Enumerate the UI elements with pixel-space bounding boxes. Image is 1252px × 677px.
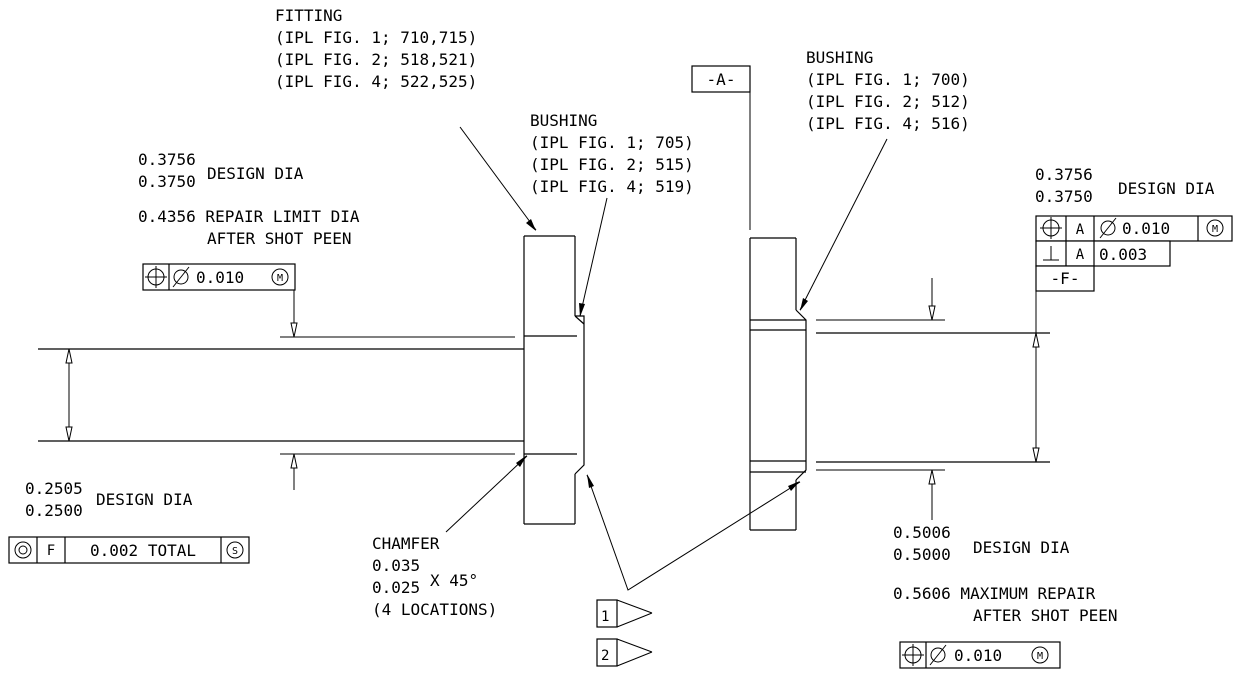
fitting-ref-2: (IPL FIG. 2; 518,521) xyxy=(275,50,477,69)
right-dim-line xyxy=(1032,291,1040,463)
left-upper-label: DESIGN DIA xyxy=(207,164,304,183)
mmc-modifier-icon: M xyxy=(1206,219,1224,237)
position-symbol-icon xyxy=(902,644,924,666)
right-lower-min: 0.5000 xyxy=(893,545,951,564)
right-fitting xyxy=(749,237,807,531)
svg-text:M: M xyxy=(1212,224,1218,235)
right-lower-max: 0.5006 xyxy=(893,523,951,542)
mmc-modifier-icon: M xyxy=(271,268,289,286)
right-fcf1-tol: 0.010 xyxy=(1122,219,1170,238)
right-lower-repair-1: 0.5606 MAXIMUM REPAIR xyxy=(893,584,1096,603)
left-upper-fcf-tol: 0.010 xyxy=(196,268,244,287)
fitting-callout: FITTING (IPL FIG. 1; 710,715) (IPL FIG. … xyxy=(275,6,477,91)
chamfer-locations: (4 LOCATIONS) xyxy=(372,600,497,619)
bushing-left-callout: BUSHING (IPL FIG. 1; 705) (IPL FIG. 2; 5… xyxy=(530,111,694,196)
position-symbol-icon xyxy=(1040,217,1062,239)
fitting-title: FITTING xyxy=(275,6,342,25)
right-fcf1-datum: A xyxy=(1076,222,1085,238)
left-shaft xyxy=(38,348,524,442)
left-lower-fcf-tol: 0.002 TOTAL xyxy=(90,541,196,560)
right-lower-extension xyxy=(928,469,936,520)
chamfer-max: 0.035 xyxy=(372,556,420,575)
perpendicularity-symbol-icon xyxy=(1043,246,1059,261)
left-dim-line xyxy=(65,348,73,442)
svg-text:M: M xyxy=(277,273,283,284)
bushing-left-title: BUSHING xyxy=(530,111,597,130)
bushing-right-ref-1: (IPL FIG. 1; 700) xyxy=(806,70,970,89)
flag-note-1-label: 1 xyxy=(601,609,609,625)
fitting-ref-3: (IPL FIG. 4; 522,525) xyxy=(275,72,477,91)
left-lower-dim: 0.2505 0.2500 DESIGN DIA xyxy=(25,479,193,520)
left-lower-max: 0.2505 xyxy=(25,479,83,498)
left-upper-fcf: 0.010 M xyxy=(142,263,296,291)
position-symbol-icon xyxy=(145,266,167,288)
chamfer-leader xyxy=(445,455,528,533)
right-lower-label: DESIGN DIA xyxy=(973,538,1070,557)
diameter-symbol-icon xyxy=(172,266,190,288)
flag-note-2-label: 2 xyxy=(601,648,609,664)
flag-note-1: 1 xyxy=(596,599,653,628)
left-upper-repair-1: 0.4356 REPAIR LIMIT DIA xyxy=(138,207,360,226)
bushing-left-leader xyxy=(579,197,608,317)
left-upper-extension xyxy=(280,290,515,338)
right-upper-label: DESIGN DIA xyxy=(1118,179,1215,198)
chamfer-title: CHAMFER xyxy=(372,534,440,553)
left-lower-fcf-datum: F xyxy=(47,543,55,559)
bushing-right-callout: BUSHING (IPL FIG. 1; 700) (IPL FIG. 2; 5… xyxy=(806,48,970,133)
flag-leaders xyxy=(586,474,801,591)
bushing-right-ref-3: (IPL FIG. 4; 516) xyxy=(806,114,970,133)
fitting-leader xyxy=(459,126,537,231)
bushing-right-title: BUSHING xyxy=(806,48,873,67)
right-upper-extension xyxy=(928,278,936,321)
left-lower-label: DESIGN DIA xyxy=(96,490,193,509)
diameter-symbol-icon xyxy=(1099,217,1117,239)
fitting-ref-1: (IPL FIG. 1; 710,715) xyxy=(275,28,477,47)
chamfer-angle: X 45° xyxy=(430,571,478,590)
right-upper-min: 0.3750 xyxy=(1035,187,1093,206)
svg-text:M: M xyxy=(1037,651,1043,662)
left-upper-repair-2: AFTER SHOT PEEN xyxy=(207,229,352,248)
rfs-modifier-icon: S xyxy=(226,541,244,559)
left-upper-max: 0.3756 xyxy=(138,150,196,169)
right-upper-max: 0.3756 xyxy=(1035,165,1093,184)
right-lower-fcf-tol: 0.010 xyxy=(954,646,1002,665)
right-fcf2-datum: A xyxy=(1076,247,1085,263)
left-lower-extension xyxy=(280,453,515,490)
svg-text:S: S xyxy=(232,546,238,557)
mmc-modifier-icon: M xyxy=(1031,646,1049,664)
datum-a-label: -A- xyxy=(707,70,736,89)
left-upper-dim: 0.3756 0.3750 DESIGN DIA 0.4356 REPAIR L… xyxy=(138,150,360,248)
chamfer-min: 0.025 xyxy=(372,578,420,597)
bushing-left-ref-2: (IPL FIG. 2; 515) xyxy=(530,155,694,174)
right-lower-dim: 0.5006 0.5000 DESIGN DIA 0.5606 MAXIMUM … xyxy=(893,523,1118,625)
chamfer-note: CHAMFER 0.035 0.025 X 45° (4 LOCATIONS) xyxy=(372,534,497,619)
bushing-left-ref-1: (IPL FIG. 1; 705) xyxy=(530,133,694,152)
bushing-left-ref-3: (IPL FIG. 4; 519) xyxy=(530,177,694,196)
right-lower-fcf: 0.010 M xyxy=(899,641,1061,669)
concentricity-symbol-icon xyxy=(14,541,32,559)
left-lower-fcf: F 0.002 TOTAL S xyxy=(8,536,250,564)
diameter-symbol-icon xyxy=(929,644,947,666)
right-lower-repair-2: AFTER SHOT PEEN xyxy=(973,606,1118,625)
bushing-right-ref-2: (IPL FIG. 2; 512) xyxy=(806,92,970,111)
right-upper-fcf: A 0.010 M A 0.003 -F- xyxy=(1035,215,1233,292)
flag-note-2: 2 xyxy=(596,638,653,667)
datum-f-label: -F- xyxy=(1051,269,1080,288)
left-upper-min: 0.3750 xyxy=(138,172,196,191)
right-fcf2-tol: 0.003 xyxy=(1099,245,1147,264)
right-shaft xyxy=(816,319,1050,471)
left-lower-min: 0.2500 xyxy=(25,501,83,520)
bushing-right-leader xyxy=(799,138,888,311)
left-fitting xyxy=(523,235,585,525)
right-upper-dim: 0.3756 0.3750 DESIGN DIA xyxy=(1035,165,1215,206)
datum-a-frame: -A- xyxy=(691,65,751,230)
